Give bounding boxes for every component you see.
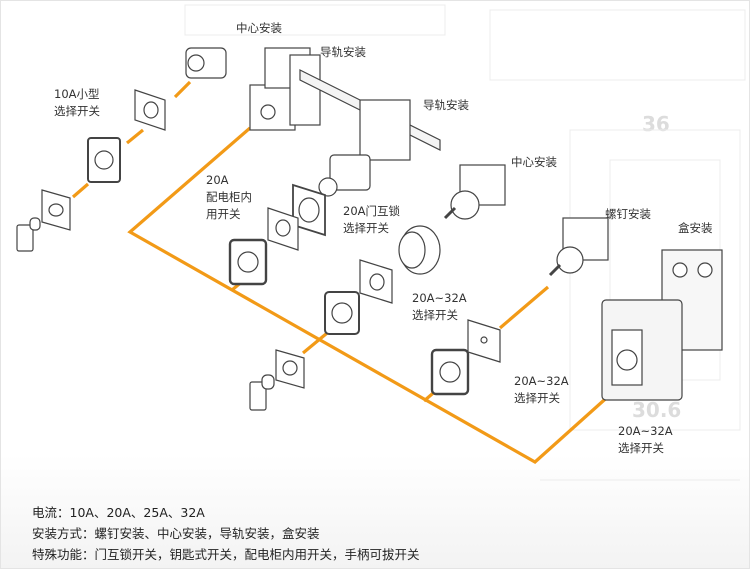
small-gasket <box>41 189 71 231</box>
interlock-plate <box>359 259 393 304</box>
connector-dash <box>71 182 90 199</box>
label-center-mount-mid: 中心安装 <box>511 155 557 169</box>
small-bezel <box>87 137 121 183</box>
watermark-dim-36: 36 <box>642 112 670 136</box>
label-line: 选择开关 <box>618 441 664 455</box>
label-line: 20A~32A <box>618 424 673 438</box>
label-line: 20A <box>206 173 229 187</box>
interlock-handle <box>249 374 275 411</box>
small-switch-body <box>185 47 227 79</box>
cabinet-bezel <box>228 238 268 286</box>
center-mount-switch <box>443 164 506 220</box>
label-rail-mount-1: 导轨安装 <box>320 45 366 59</box>
small-plate <box>134 89 166 131</box>
screw-mount-switch <box>548 217 609 277</box>
label-range-c: 20A~32A 选择开关 <box>618 423 673 457</box>
label-line: 用开关 <box>206 207 241 221</box>
connector-dash <box>173 80 192 99</box>
label-line: 20A门互锁 <box>343 204 400 218</box>
label-line: 选择开关 <box>343 221 389 235</box>
rail-mount-switch <box>249 47 441 197</box>
spec-mounting: 安装方式：螺钉安装、中心安装，导轨安装，盒安装 <box>32 526 320 541</box>
interlock-gasket <box>275 349 305 389</box>
connector-main <box>127 126 614 464</box>
label-range-a: 20A~32A 选择开关 <box>412 290 467 324</box>
label-center-mount-top: 中心安装 <box>236 21 282 35</box>
range-plate <box>467 319 501 363</box>
label-range-b: 20A~32A 选择开关 <box>514 373 569 407</box>
label-door-interlock: 20A门互锁选择开关 <box>343 203 400 237</box>
label-box-mount: 盒安装 <box>678 221 713 235</box>
small-handle <box>16 217 41 252</box>
watermark-dim-30-6: 30.6 <box>632 398 682 422</box>
cabinet-plate <box>267 207 299 251</box>
label-cabinet-20a: 20A 配电柜内用开关 <box>206 172 252 223</box>
interlock-bezel <box>324 291 360 335</box>
label-rail-mount-2: 导轨安装 <box>423 98 469 112</box>
label-screw-mount: 螺钉安装 <box>605 207 651 221</box>
label-line: 20A~32A <box>514 374 569 388</box>
connector-dash <box>498 285 550 330</box>
label-small-10a: 10A小型选择开关 <box>54 86 100 120</box>
range-bezel <box>430 348 470 396</box>
label-line: 选择开关 <box>54 104 100 118</box>
box-enclosure-front <box>601 299 683 401</box>
label-line: 配电柜内 <box>206 190 252 204</box>
label-line: 选择开关 <box>412 308 458 322</box>
interlock-ring <box>398 225 441 275</box>
label-line: 10A小型 <box>54 87 100 101</box>
spec-current: 电流：10A、20A、25A、32A <box>32 505 205 520</box>
label-line: 20A~32A <box>412 291 467 305</box>
spec-list: 电流：10A、20A、25A、32A 安装方式：螺钉安装、中心安装，导轨安装，盒… <box>32 502 420 565</box>
spec-features: 特殊功能：门互锁开关，钥匙式开关，配电柜内用开关，手柄可拔开关 <box>32 547 420 562</box>
cabinet-frame <box>292 183 326 237</box>
label-line: 选择开关 <box>514 391 560 405</box>
connector-dash <box>125 128 145 145</box>
